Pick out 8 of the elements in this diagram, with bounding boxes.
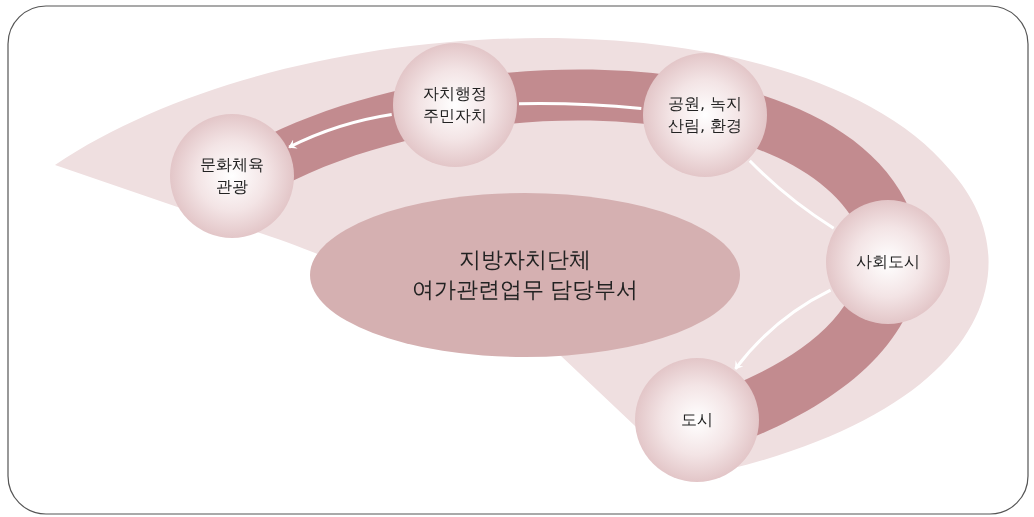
arrow (288, 113, 392, 149)
node-label: 자치행정 주민자치 (422, 83, 488, 127)
node-label: 지방자치단체 여가관련업무 담당부서 (410, 246, 640, 304)
node-label: 문화체육 관광 (199, 154, 265, 198)
arrow (734, 288, 832, 370)
node-label: 공원, 녹지 산림, 환경 (666, 93, 744, 137)
node-label: 사회도시 (856, 251, 920, 273)
node-label: 도시 (681, 409, 713, 431)
